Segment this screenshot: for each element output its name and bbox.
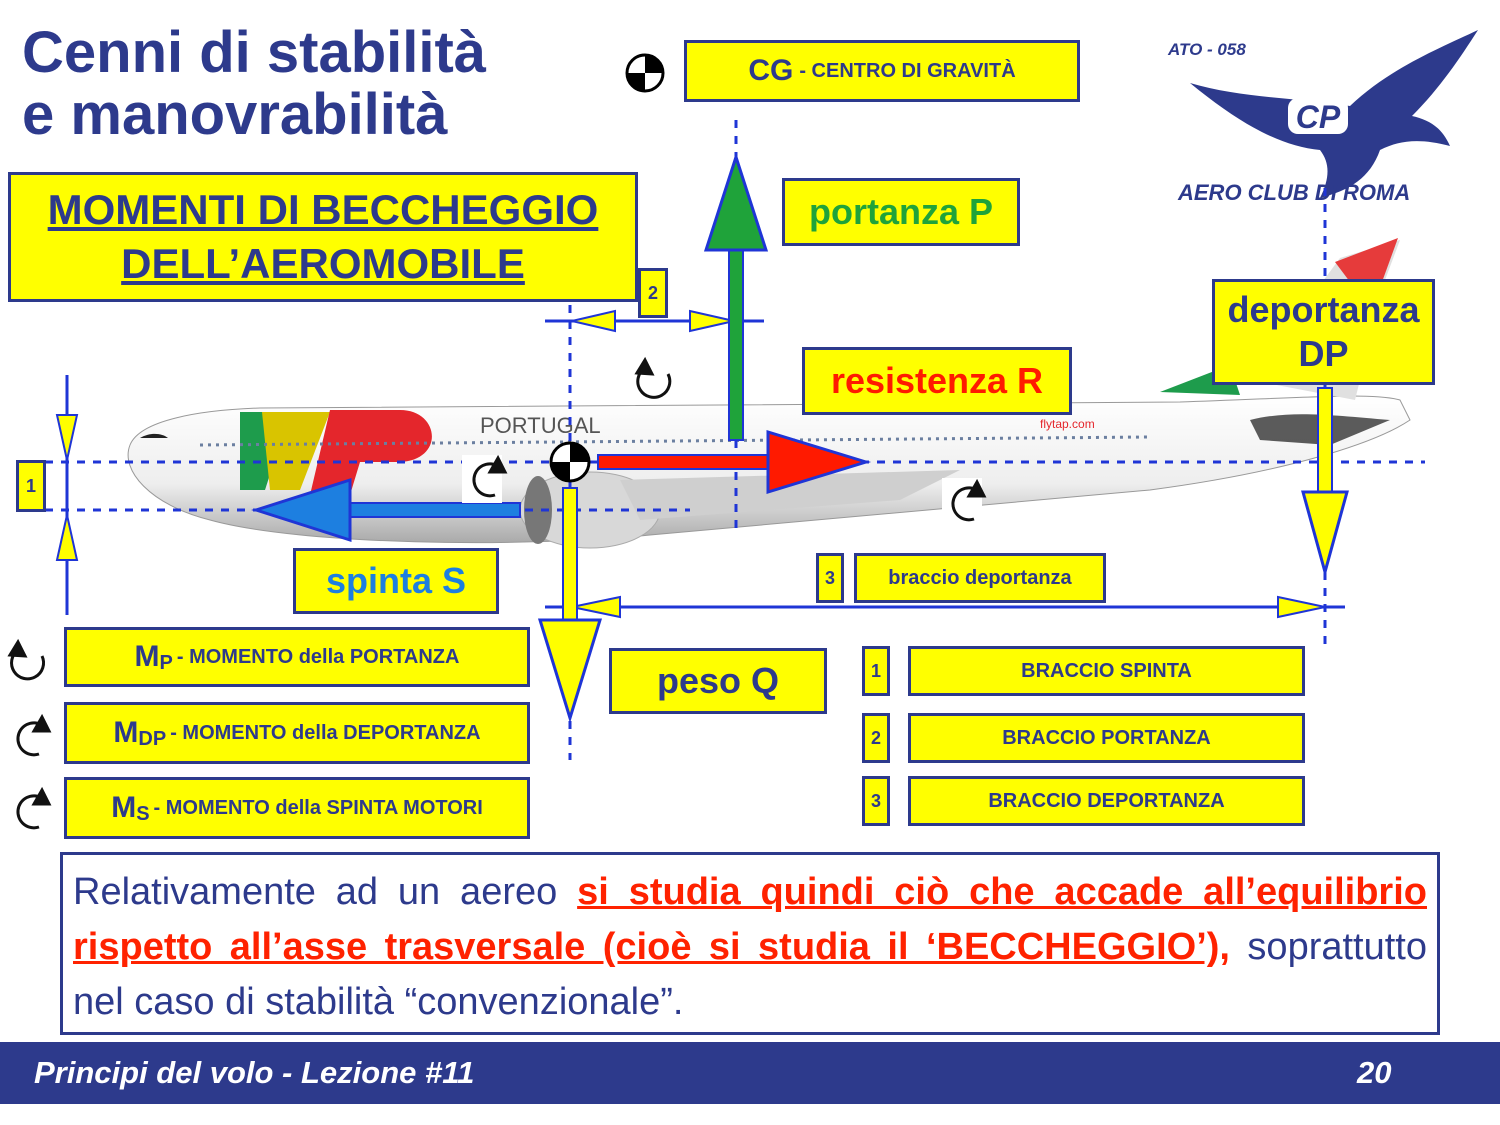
arm-3-arrow-right: [1277, 595, 1326, 619]
arm-legend-number: 3: [862, 776, 890, 826]
clockwise-rotation-icon: [16, 786, 52, 830]
eagle-logo-icon: CP: [1190, 30, 1478, 198]
clockwise-rotation-icon: [16, 713, 52, 757]
livery-site: flytap.com: [1040, 417, 1095, 431]
cg-label-box: CG - CENTRO DI GRAVITÀ: [684, 40, 1080, 102]
arm-legend-label: BRACCIO PORTANZA: [908, 713, 1305, 763]
pitch-moment-diagram: PORTUGAL flytap.com: [7, 53, 1425, 830]
cg-legend-icon: [625, 53, 665, 93]
explanation-part-1: Relativamente ad un aereo: [73, 871, 578, 913]
explanation-part-2: soprattutto nel caso di stabilità “conve…: [73, 926, 1427, 1023]
weight-arrow: [537, 487, 603, 724]
arm-2-arrow-right: [689, 309, 735, 333]
logo-code: ATO - 058: [1168, 40, 1246, 59]
cg-symbol-icon: [549, 441, 591, 483]
downforce-arrow: [1301, 387, 1349, 578]
clockwise-rotation-icon: [462, 454, 508, 503]
title-line-1: Cenni di stabilità: [22, 20, 487, 85]
moment-symbol: M: [113, 716, 139, 749]
footer-bar: [0, 1042, 1500, 1104]
page-number: 20: [1357, 1055, 1392, 1090]
thrust-arrow: [251, 477, 521, 543]
moment-symbol: M: [111, 791, 137, 824]
lift-arrow: [703, 152, 769, 441]
explanation-highlight: si studia quindi ciò che accade all’equi…: [73, 871, 1427, 968]
moment-subscript: DP: [138, 727, 167, 750]
downforce-arm-label: braccio deportanza: [854, 553, 1106, 603]
arm-3-arrow-left: [571, 595, 621, 619]
weight-label: peso Q: [609, 648, 827, 714]
arm-3-marker: 3: [816, 553, 844, 603]
moment-description: - MOMENTO della SPINTA MOTORI: [153, 796, 483, 819]
main-heading-line-2: DELL’AEROMOBILE: [121, 240, 525, 287]
logo-name: AERO CLUB DI ROMA: [1178, 180, 1411, 205]
footer-lesson-title: Principi del volo - Lezione #11: [34, 1055, 475, 1090]
downforce-label-line-1: deportanza: [1227, 289, 1420, 330]
arm-2-arrow-left: [571, 309, 616, 333]
svg-text:CP: CP: [1296, 99, 1341, 135]
arm-legend-number: 2: [862, 713, 890, 763]
moment-description: - MOMENTO della DEPORTANZA: [170, 721, 481, 744]
livery-word: PORTUGAL: [480, 413, 601, 438]
main-heading: MOMENTI DI BECCHEGGIO DELL’AEROMOBILE: [8, 172, 638, 302]
moment-description: - MOMENTO della PORTANZA: [176, 645, 460, 668]
counterclockwise-rotation-icon: [634, 356, 672, 399]
cg-label-text: - CENTRO DI GRAVITÀ: [799, 59, 1016, 82]
moment-subscript: S: [136, 802, 150, 825]
explanation-text: Relativamente ad un aereo si studia quin…: [60, 852, 1440, 1035]
main-heading-line-1: MOMENTI DI BECCHEGGIO: [47, 186, 599, 233]
page-title: Cenni di stabilità e manovrabilità: [22, 22, 486, 146]
downforce-label: deportanza DP: [1212, 279, 1435, 385]
drag-label: resistenza R: [802, 347, 1072, 415]
thrust-label: spinta S: [293, 548, 499, 614]
counterclockwise-rotation-icon: [7, 638, 46, 681]
moment-subscript: P: [159, 651, 173, 674]
cg-label-abbrev: CG: [748, 54, 794, 87]
arm-1-arrow-bottom: [55, 514, 79, 561]
arm-legend-number: 1: [862, 646, 890, 696]
arm-legend-label: BRACCIO DEPORTANZA: [908, 776, 1305, 826]
drag-arrow: [597, 429, 872, 495]
arm-1-marker: 1: [16, 460, 46, 512]
lift-label: portanza P: [782, 178, 1020, 246]
downforce-label-line-2: DP: [1298, 333, 1349, 374]
title-line-2: e manovrabilità: [22, 82, 448, 147]
moment-symbol: M: [134, 640, 160, 673]
arm-2-marker: 2: [638, 268, 668, 318]
arm-legend-label: BRACCIO SPINTA: [908, 646, 1305, 696]
clockwise-rotation-icon: [942, 478, 987, 526]
arm-1-arrow-top: [55, 414, 79, 461]
